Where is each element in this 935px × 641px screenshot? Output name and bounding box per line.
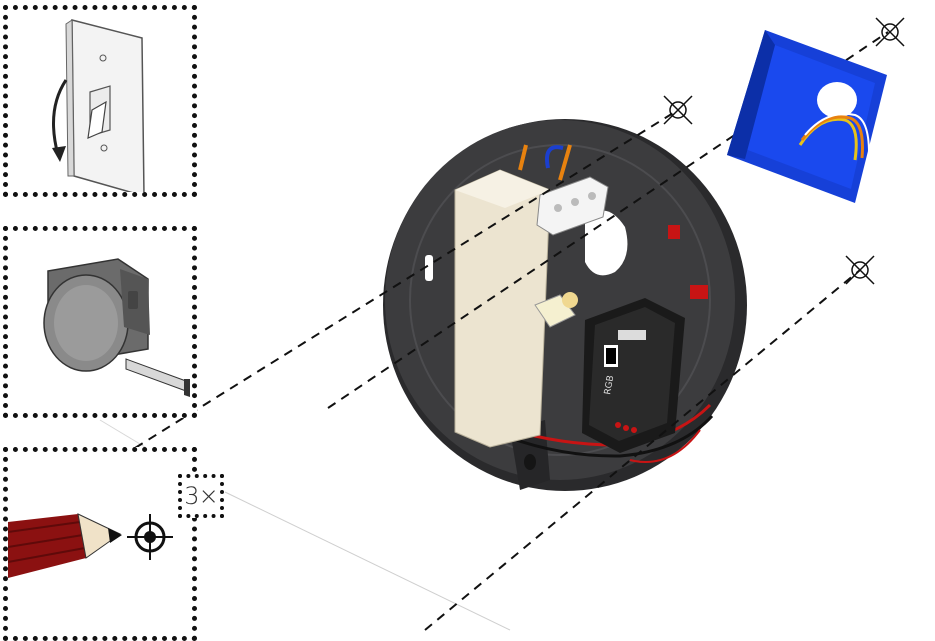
mounting-slot <box>425 255 433 281</box>
rgb-controller: RGB <box>582 298 685 453</box>
drill-mark-icon <box>664 96 692 124</box>
pencil-crosshair-icon <box>8 452 192 636</box>
mark-drill-points-panel <box>3 447 197 641</box>
wall-light-switch-icon <box>8 10 192 192</box>
red-clip <box>668 225 680 239</box>
switch-off-panel <box>3 5 197 197</box>
drill-mark-icon <box>876 18 904 46</box>
red-clip <box>690 285 708 299</box>
leader-line <box>100 420 150 450</box>
measure-panel <box>3 226 197 418</box>
repeat-count-badge: 3× <box>178 474 224 518</box>
leader-line <box>225 492 510 630</box>
junction-box <box>727 30 887 203</box>
tape-measure-icon <box>8 231 192 413</box>
drill-mark-icon <box>846 256 874 284</box>
